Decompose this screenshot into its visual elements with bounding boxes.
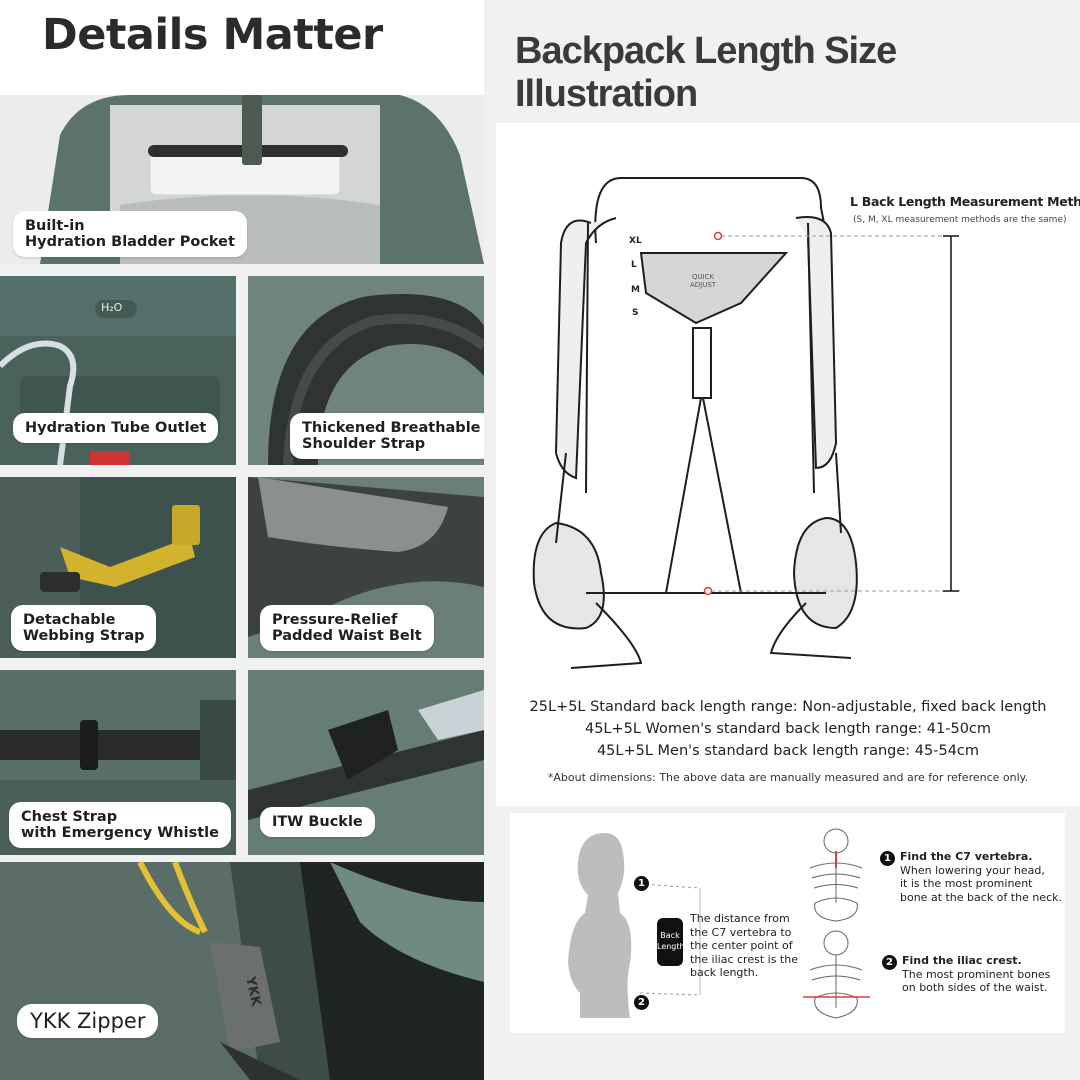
spec-45l-women: 45L+5L Women's standard back length rang… [584,721,992,737]
label-waist-belt: Pressure-Relief Padded Waist Belt [260,605,434,651]
panel-ykk-zipper: YKK YKK Zipper [0,862,484,1080]
label-hydration-tube-outlet: Hydration Tube Outlet [13,413,219,443]
method-title: L Back Length Measurement Method [850,194,1080,209]
size-illustration-title: Backpack Length Size Illustration [515,30,897,115]
back-length-tag: Back Length [657,931,685,951]
back-length-description: The distance from the C7 vertebra to the… [690,912,798,979]
marker-1-silhouette: 1 [634,876,649,891]
body-silhouette-diagram [568,828,870,1019]
left-title-bar [0,0,484,75]
panel-chest-strap: Chest Strap with Emergency Whistle [0,670,236,855]
label-hydration-bladder-pocket: Built-in Hydration Bladder Pocket [13,211,247,257]
panel-webbing-strap: Detachable Webbing Strap [0,477,236,658]
panel-hydration-pocket: Built-in Hydration Bladder Pocket [0,75,484,264]
step-2-number: 2 [882,955,897,970]
label-webbing-strap: Detachable Webbing Strap [11,605,157,651]
backpack-outline-diagram [532,177,961,669]
label-ykk-zipper: YKK Zipper [17,1004,159,1038]
marker-2-silhouette: 2 [634,995,649,1010]
spec-45l-men: 45L+5L Men's standard back length range:… [596,743,980,759]
ykk-zipper-photo [0,862,484,1080]
label-chest-strap: Chest Strap with Emergency Whistle [9,802,231,848]
size-label-l: L [631,260,637,270]
hydration-pocket-photo [0,75,484,264]
details-title: Details Matter [42,10,383,60]
step-2-text: Find the iliac crest. The most prominent… [902,954,1051,994]
h2o-badge: H₂O [101,301,123,314]
panel-itw-buckle: ITW Buckle [248,670,484,855]
spec-25l: 25L+5L Standard back length range: Non-a… [529,699,1047,715]
size-label-m: M [631,285,640,295]
step-1-number: 1 [880,851,895,866]
quick-adjust-label: QUICK ADJUST [690,273,717,289]
panel-shoulder-strap: Thickened Breathable Shoulder Strap [248,276,484,465]
size-label-xl: XL [629,236,642,246]
label-shoulder-strap: Thickened Breathable Shoulder Strap [290,413,484,459]
method-subtitle: (S, M, XL measurement methods are the sa… [853,215,1067,225]
size-label-s: S [632,308,639,318]
backpack-diagram-card [496,123,1080,806]
step-1-text: Find the C7 vertebra. When lowering your… [900,850,1062,904]
dimensions-note: *About dimensions: The above data are ma… [547,771,1029,784]
panel-waist-belt: Pressure-Relief Padded Waist Belt [248,477,484,658]
label-itw-buckle: ITW Buckle [260,807,375,837]
panel-tube-outlet: H₂O Hydration Tube Outlet [0,276,236,465]
